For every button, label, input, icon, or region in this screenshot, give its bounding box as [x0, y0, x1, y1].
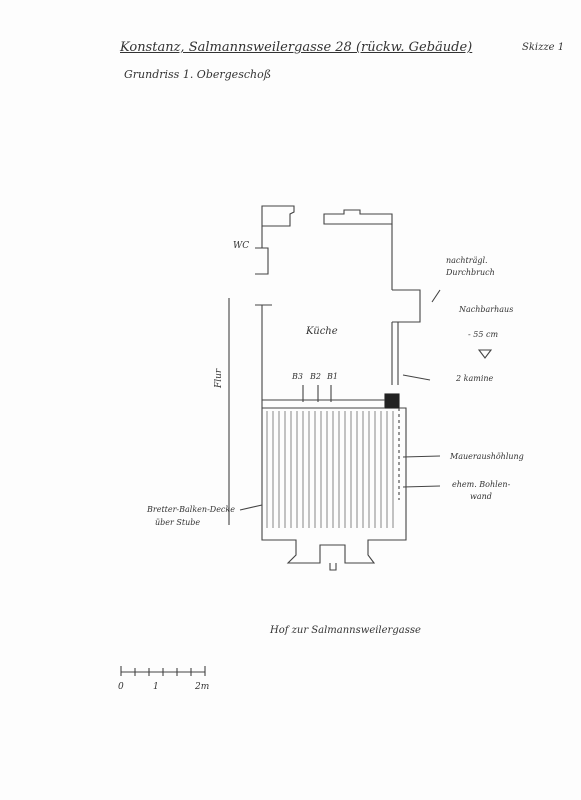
label-durchbruch: Durchbruch — [446, 268, 495, 277]
wall-bottom — [261, 530, 407, 564]
label-nachbarhaus: Nachbarhaus — [459, 305, 514, 314]
scale-label-0: 0 — [118, 682, 124, 692]
label-b2: B2 — [310, 372, 321, 381]
label-b1: B1 — [327, 372, 338, 381]
wall-top-right — [323, 209, 393, 225]
wall-top-left — [261, 205, 295, 227]
level-marker-triangle — [477, 349, 493, 359]
label-b3: B3 — [292, 372, 303, 381]
label-decke-2: über Stube — [155, 518, 201, 527]
wc-wall — [255, 247, 269, 275]
chimney — [384, 393, 400, 409]
label-wc: WC — [233, 241, 250, 251]
sheet-title: Konstanz, Salmannsweilergasse 28 (rückw.… — [120, 40, 473, 55]
plan-walls — [120, 205, 493, 676]
label-decke-1: Bretter-Balken-Decke — [147, 505, 235, 514]
label-hof: Hof zur Salmannsweilergasse — [270, 625, 421, 636]
wall-stube-right — [399, 407, 407, 530]
sheet-subtitle: Grundriss 1. Obergeschoß — [124, 68, 272, 81]
label-bohlen-1: ehem. Bohlen- — [452, 480, 511, 489]
label-kueche: Küche — [306, 326, 338, 337]
label-nachtraegl: nachträgl. — [446, 256, 488, 265]
label-hoehe: - 55 cm — [468, 330, 499, 339]
wall-opening — [392, 289, 421, 323]
sketch-label: Skizze 1 — [522, 42, 565, 53]
label-kamine: 2 kamine — [456, 374, 494, 383]
label-flur: Flur — [214, 368, 224, 388]
scale-label-1: 1 — [153, 682, 159, 692]
ceiling-hatch — [265, 411, 398, 528]
label-mauer: Maueraushöhlung — [450, 452, 524, 461]
scale-label-2m: 2m — [195, 682, 210, 692]
label-bohlen-2: wand — [470, 492, 492, 501]
